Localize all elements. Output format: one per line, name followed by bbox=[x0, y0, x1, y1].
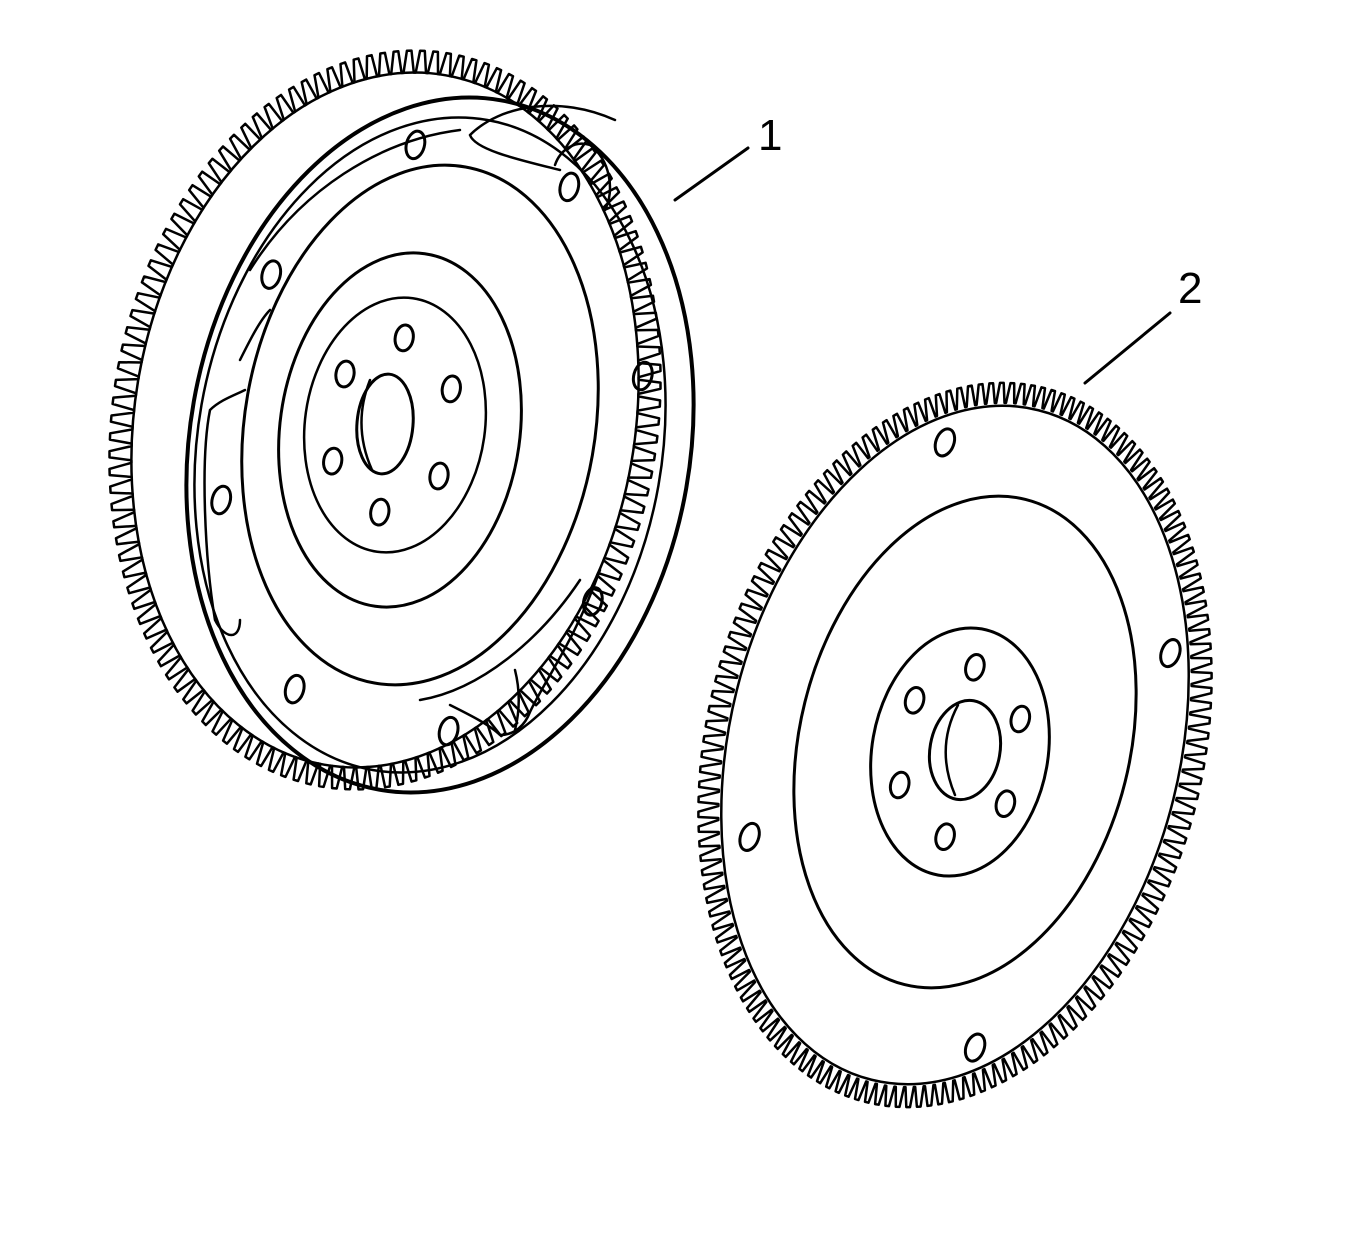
flywheel-1-mounting-hole bbox=[631, 360, 654, 392]
flywheel-2-crank-bolt-holes bbox=[888, 653, 1032, 851]
flywheel-2-mounting-hole bbox=[1159, 638, 1182, 669]
flywheel-2-hub bbox=[869, 626, 1051, 878]
flywheel-2-inner-ring bbox=[792, 494, 1138, 990]
flywheel-2-gear-tooth-profile bbox=[697, 381, 1213, 1109]
flywheel-2-bolt-hole bbox=[888, 770, 911, 800]
flywheel-2-bolt-hole bbox=[964, 653, 986, 682]
flywheel-2-bolt-hole bbox=[994, 789, 1017, 818]
flywheel-1-hub-outer bbox=[277, 251, 523, 609]
flywheel-2-bolt-hole bbox=[903, 686, 926, 715]
flywheel-1-outer-rim bbox=[184, 95, 696, 795]
flywheel-1-mounting-hole bbox=[283, 673, 306, 705]
flywheel-2-ring-gear-teeth bbox=[697, 381, 1213, 1109]
flywheel-1-ring-gear-inner bbox=[130, 71, 640, 769]
flywheel-2-bolt-hole bbox=[1009, 704, 1032, 734]
flywheel-1-mounting-holes bbox=[210, 129, 654, 747]
flywheel-2-center-bore bbox=[927, 698, 1003, 802]
flywheel-1-bore-edge bbox=[360, 378, 374, 472]
callout-1-leader bbox=[673, 146, 750, 202]
flywheel-1-pad-bottom bbox=[448, 568, 602, 737]
flywheel-1-rim-inner bbox=[193, 116, 667, 774]
flywheel-1-bolt-hole bbox=[334, 359, 356, 389]
flywheel-2 bbox=[697, 381, 1213, 1109]
flywheel-1-hub-inner bbox=[302, 296, 488, 554]
callout-2: 2 bbox=[1083, 264, 1202, 385]
flywheel-1-web-lines bbox=[238, 128, 582, 702]
callout-1-label: 1 bbox=[758, 111, 782, 160]
flywheel-1-bolt-hole bbox=[393, 323, 415, 353]
callout-2-label: 2 bbox=[1178, 264, 1202, 313]
flywheel-1-mounting-hole bbox=[437, 715, 460, 747]
flywheel-2-mounting-hole bbox=[738, 821, 761, 852]
flywheel-1-mounting-hole bbox=[581, 586, 604, 617]
flywheel-1-friction-ring bbox=[240, 163, 600, 687]
flywheel-1-mounting-hole bbox=[404, 129, 427, 161]
flywheel-1-mounting-hole bbox=[210, 484, 233, 516]
flywheel-2-mounting-holes bbox=[738, 427, 1182, 1063]
flywheel-1-bolt-hole bbox=[428, 461, 450, 491]
flywheel-1-mounting-hole bbox=[558, 171, 581, 203]
flywheel-1-crank-bolt-holes bbox=[322, 323, 462, 527]
flywheel-1-bolt-hole bbox=[369, 497, 391, 527]
flywheel-2-mounting-hole bbox=[933, 427, 957, 458]
flywheel-1-center-bore bbox=[355, 372, 415, 476]
flywheel-1-mounting-hole bbox=[260, 259, 283, 290]
flywheel-1-pad-top bbox=[468, 104, 617, 212]
flywheel-1-pad-left bbox=[203, 388, 247, 637]
callout-1: 1 bbox=[673, 111, 782, 202]
flywheel-2-bore-edge bbox=[944, 703, 960, 797]
callout-2-leader bbox=[1083, 311, 1172, 385]
flywheel-2-mounting-hole bbox=[963, 1032, 987, 1063]
flywheel-2-bolt-hole bbox=[934, 822, 956, 851]
flywheel-1 bbox=[108, 49, 696, 795]
flywheel-1-bolt-hole bbox=[440, 374, 462, 404]
flywheel-2-plate-edge bbox=[720, 404, 1190, 1086]
flywheel-1-bolt-hole bbox=[322, 446, 344, 476]
